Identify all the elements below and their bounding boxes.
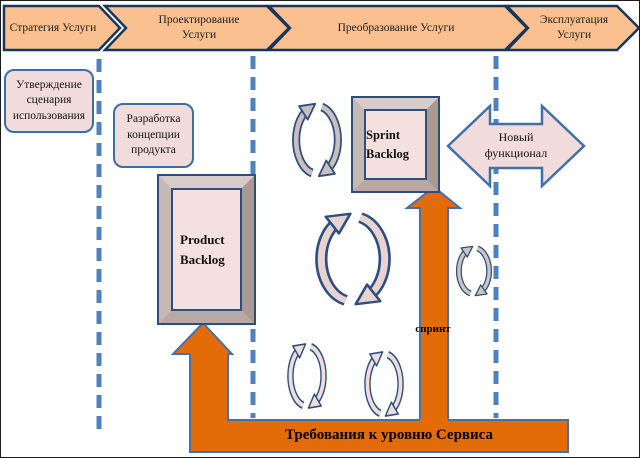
iteration-cycle-icon xyxy=(321,205,384,312)
chevron-banner-2 xyxy=(102,4,291,52)
use-case-approval-box: Утверждение сценария использования xyxy=(4,69,94,133)
chevron-banner-1 xyxy=(2,4,122,52)
iteration-cycle-icon xyxy=(296,97,338,183)
chevron-banner-4 xyxy=(504,4,639,52)
sprint-backlog-label: Sprint Backlog xyxy=(364,109,427,180)
orange-up-arrow xyxy=(407,187,460,450)
orange-elbow-arrow xyxy=(170,321,569,453)
iteration-cycle-icon xyxy=(367,346,400,422)
banner-label-service-operation: Эксплуатация Услуги xyxy=(539,14,609,41)
left-right-arrow xyxy=(446,103,586,189)
service-level-requirements-label: Требования к уровню Сервиса xyxy=(284,427,494,444)
iteration-cycle-icon xyxy=(290,338,323,414)
product-concept-box: Разработка концепции продукта xyxy=(113,103,194,168)
new-functionality-label: Новый функционал xyxy=(484,130,548,160)
sprint-backlog-box: Sprint Backlog xyxy=(351,96,440,193)
banner-label-service-design: Проектирование Услуги xyxy=(158,14,240,41)
product-backlog-box: Product Backlog xyxy=(157,174,256,325)
banner-label-service-transition: Преобразование Услуги xyxy=(337,21,455,34)
banner-label-service-strategy: Стратегия Услуги xyxy=(9,21,97,34)
chevron-banner-3 xyxy=(266,4,529,52)
sprint-label: спринт xyxy=(415,323,451,336)
product-backlog-label: Product Backlog xyxy=(171,188,242,311)
iteration-cycle-icon xyxy=(459,242,489,300)
